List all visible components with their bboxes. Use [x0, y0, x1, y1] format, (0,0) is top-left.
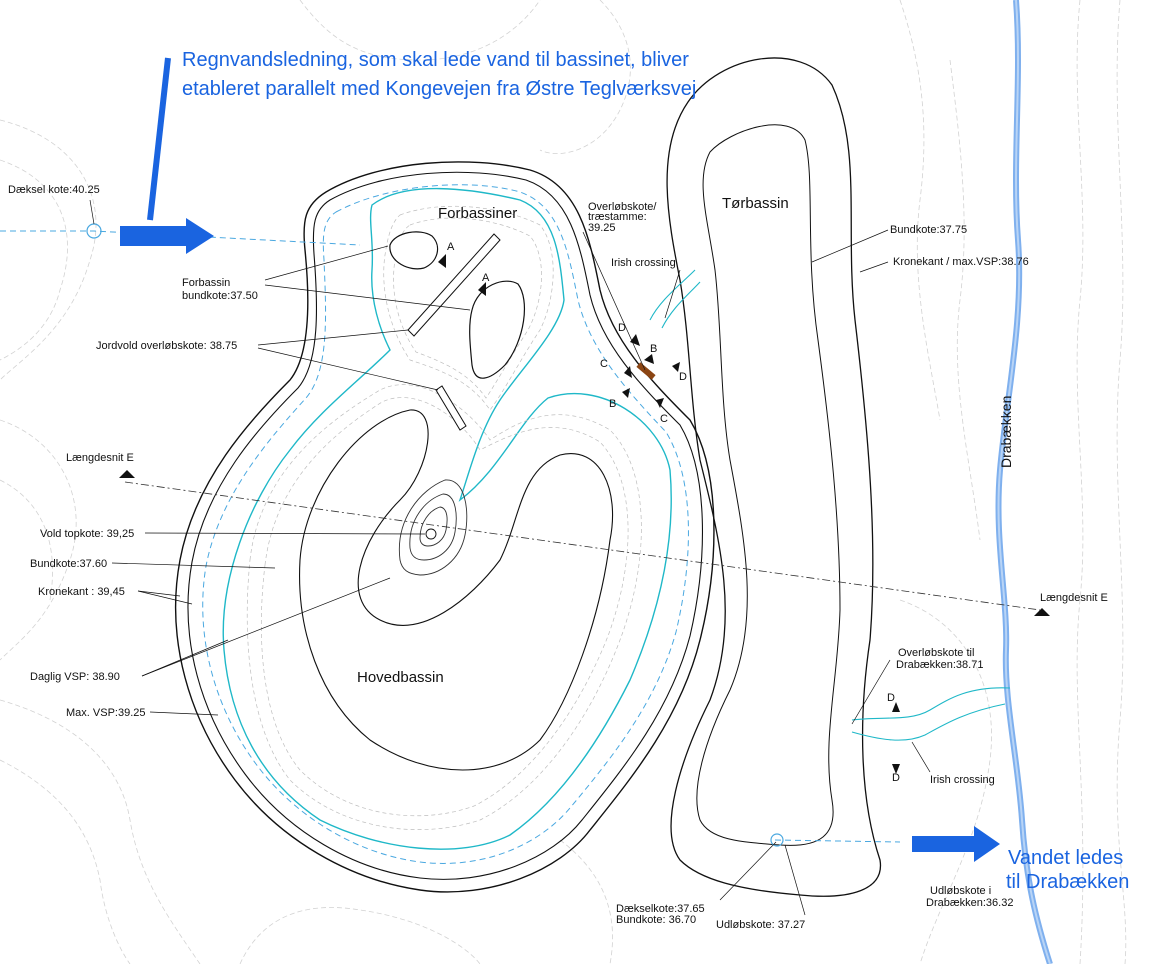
irish-crossing-top-channel	[649, 269, 701, 329]
forbassin-pockets	[389, 231, 525, 379]
section-a-2: A	[482, 272, 490, 284]
max-vsp-outline	[202, 184, 689, 864]
label-udlobskote: Udløbskote: 37.27	[716, 919, 805, 931]
jordvold-dams	[407, 233, 501, 431]
label-daekselkote-bund-1: Dækselkote:37.65	[616, 903, 705, 915]
section-d-2: D	[679, 371, 687, 383]
section-d-1: D	[618, 322, 626, 334]
daglig-vsp-outline	[222, 187, 672, 850]
torbassin-crest	[666, 57, 882, 897]
section-marks	[438, 254, 900, 774]
label-overlob-trae-1: Overløbskote/	[588, 201, 657, 213]
basin-slope-contours	[246, 205, 642, 830]
label-irish-crossing-bottom: Irish crossing	[930, 774, 995, 786]
label-overlob-drab-2: Drabækken:38.71	[896, 659, 983, 671]
pipes	[0, 230, 901, 843]
inflow-note-line2: etableret parallelt med Kongevejen fra Ø…	[182, 78, 696, 100]
label-bundkote-hoved: Bundkote:37.60	[30, 558, 107, 570]
label-kronekant-max: Kronekant / max.VSP:38.76	[893, 256, 1029, 268]
label-daeksel-kote: Dæksel kote:40.25	[8, 184, 100, 196]
outlet-manhole	[770, 833, 784, 847]
section-c-1: C	[600, 358, 608, 370]
inflow-note-line1: Regnvandsledning, som skal lede vand til…	[182, 49, 689, 71]
label-overlob-trae-3: 39.25	[588, 222, 616, 234]
inflow-pipe-pointer	[147, 57, 171, 221]
label-laengdesnit-left: Længdesnit E	[66, 452, 134, 464]
section-a-1: A	[447, 241, 455, 253]
label-max-vsp: Max. VSP:39.25	[66, 707, 146, 719]
label-jordvold: Jordvold overløbskote: 38.75	[96, 340, 237, 352]
outflow-note-line2: til Drabækken	[1006, 871, 1129, 893]
vold-island	[398, 479, 468, 576]
label-daekselkote-bund-2: Bundkote: 36.70	[616, 914, 696, 926]
kronekant-outline	[174, 161, 715, 893]
main-basin	[174, 161, 715, 893]
label-vold-topkote: Vold topkote: 39,25	[40, 528, 134, 540]
label-forbassiner: Forbassiner	[438, 205, 517, 222]
label-overlob-trae-2: træstamme:	[588, 211, 647, 223]
label-forbassin-2: bundkote:37.50	[182, 290, 258, 302]
section-b-2: B	[609, 398, 616, 410]
label-kronekant-hoved: Kronekant : 39,45	[38, 586, 125, 598]
section-d-3: D	[887, 692, 895, 704]
label-drabaekken: Drabækken	[998, 396, 1014, 468]
torbassin-bottom	[696, 124, 841, 846]
label-torbassin: Tørbassin	[722, 195, 789, 212]
terrain-contours	[0, 0, 1127, 964]
leader-lines	[89, 199, 931, 916]
label-bundkote-tor: Bundkote:37.75	[890, 224, 967, 236]
section-d-4: D	[892, 772, 900, 784]
label-daglig-vsp: Daglig VSP: 38.90	[30, 671, 120, 683]
label-udlobskote-drab-2: Drabækken:36.32	[926, 897, 1013, 909]
hovedbassin-bottom	[299, 409, 614, 771]
outflow-arrow	[912, 826, 1000, 862]
label-forbassin-1: Forbassin	[182, 277, 230, 289]
torbassin	[666, 57, 882, 897]
label-laengdesnit-right: Længdesnit E	[1040, 592, 1108, 604]
outflow-note-line1: Vandet ledes	[1008, 847, 1123, 869]
label-irish-crossing-top: Irish crossing	[611, 257, 676, 269]
weir-trunk	[636, 362, 656, 380]
inflow-arrow	[120, 218, 214, 254]
irish-crossing-bottom-channel	[851, 687, 1011, 741]
label-overlob-drab-1: Overløbskote til	[898, 647, 974, 659]
label-hovedbassin: Hovedbassin	[357, 669, 444, 686]
laengdesnit-line	[124, 481, 1041, 611]
section-c-2: C	[660, 413, 668, 425]
drabaekken-stream	[995, 0, 1053, 964]
section-b-1: B	[650, 343, 657, 355]
label-udlobskote-drab-1: Udløbskote i	[930, 885, 991, 897]
